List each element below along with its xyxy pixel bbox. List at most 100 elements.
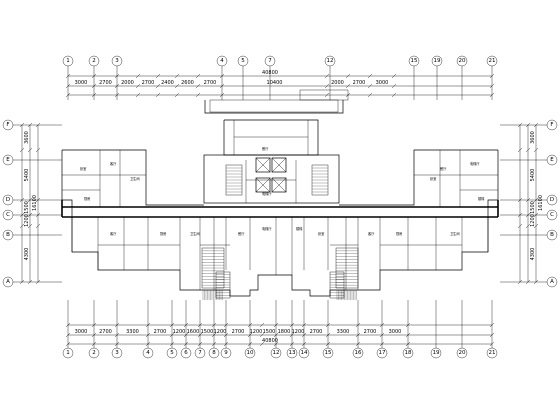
bottom-dim-label: 3300 [126, 329, 139, 335]
interior-partitions [62, 120, 498, 290]
room-label: 卫生间 [450, 231, 460, 236]
dimension-tick [367, 73, 373, 79]
dimension-tick [135, 83, 141, 89]
top-dim-label: 2700 [99, 80, 112, 86]
grid-axis-bubble [2, 229, 14, 241]
grid-axis-number: 3 [115, 350, 119, 356]
grid-axis-bubble [208, 347, 220, 359]
grid-axis-bubble [220, 347, 232, 359]
grid-axis-letter: E [6, 157, 10, 163]
grid-axis-bubble [456, 55, 468, 67]
grid-axis-bubble [430, 347, 442, 359]
room-label: 客厅 [110, 231, 117, 236]
grid-axis-bubble [298, 347, 310, 359]
grid-axis-number: 2 [92, 350, 96, 356]
left-dim-label: 3600 [24, 131, 30, 144]
bottom-dim-label: 2700 [364, 329, 377, 335]
grid-axis-letter: B [6, 232, 10, 238]
right-dim-label: 4300 [530, 248, 536, 261]
grid-axis-bubble [546, 229, 558, 241]
grid-axis-bubble [546, 119, 558, 131]
room-label: 客厅 [368, 231, 375, 236]
bottom-dim-label: 1600 [187, 329, 200, 335]
grid-axis-number: 13 [289, 350, 296, 356]
grid-axis-bubble [2, 209, 14, 221]
grid-axis-bubble [546, 209, 558, 221]
grid-axis-bubble [270, 347, 282, 359]
dimension-tick [27, 223, 33, 229]
grid-axis-bubble [194, 347, 206, 359]
room-label: 卧室 [80, 166, 86, 171]
bottom-dim-label: 2700 [99, 329, 112, 335]
room-label: 楼梯 [478, 196, 485, 201]
grid-axis-bubble [402, 347, 414, 359]
right-dim-label: 3600 [530, 131, 536, 144]
grid-axis-number: 1 [66, 58, 70, 64]
grid-axis-number: 19 [434, 58, 441, 64]
grid-axis-number: 7 [198, 350, 202, 356]
grid-axis-bubble [180, 347, 192, 359]
grid-axis-bubble [376, 347, 388, 359]
grid-axis-number: 3 [115, 58, 119, 64]
top-dim-label: 2700 [353, 80, 366, 86]
room-tags: 卧室客厅厨房卫生间餐厅电梯厅楼梯卧室客厅厨房卫生间餐厅电梯厅楼梯卧室客厅厨房卫生… [80, 146, 485, 236]
grid-axis-bubble [62, 55, 74, 67]
left-dim-label: 5400 [24, 169, 30, 182]
dimension-tick [195, 92, 201, 98]
grid-axis-bubble [546, 194, 558, 206]
right-total-dim: 16100 [538, 195, 544, 211]
dimension-tick [174, 73, 180, 79]
dimension-tick [155, 73, 161, 79]
bottom-dim-label: 1800 [278, 329, 291, 335]
bottom-dim-label: 3000 [75, 329, 88, 335]
grid-axis-letter: E [550, 157, 554, 163]
grid-axis-number: 8 [212, 350, 216, 356]
dimension-tick [324, 92, 330, 98]
grid-axis-bubble [244, 347, 256, 359]
dimension-tick [155, 92, 161, 98]
top-dim-label: 10400 [267, 80, 283, 86]
dimension-tick [367, 92, 373, 98]
grid-axis-letter: D [550, 197, 554, 203]
grid-axis-letter: D [6, 197, 10, 203]
dimension-tick [517, 147, 523, 153]
grid-axis-letter: A [6, 279, 10, 285]
grid-axis-bubble [322, 347, 334, 359]
dimension-tick [525, 223, 531, 229]
dimension-tick [345, 73, 351, 79]
dimension-tick [195, 73, 201, 79]
right-dim-label: 1500 [530, 201, 536, 214]
grid-axis-number: 6 [184, 350, 188, 356]
grid-axis-number: 7 [268, 58, 272, 64]
grid-axis-number: 15 [411, 58, 418, 64]
room-label: 厨房 [84, 196, 90, 201]
room-label: 客厅 [110, 161, 117, 166]
room-label: 餐厅 [238, 231, 245, 236]
room-label: 厨房 [396, 231, 402, 236]
grid-axis-number: 16 [355, 350, 362, 356]
grid-axis-bubble [2, 119, 14, 131]
room-label: 卫生间 [190, 231, 200, 236]
dimension-tick [19, 147, 25, 153]
room-label: 卧室 [318, 231, 324, 236]
dimension-tick [135, 73, 141, 79]
room-label: 卧室 [430, 176, 436, 181]
dimension-tick [533, 147, 539, 153]
dimension-tick [19, 223, 25, 229]
grid-axis-bubble [88, 347, 100, 359]
bottom-dim-label: 2700 [154, 329, 167, 335]
top-dim-label: 2400 [161, 80, 174, 86]
grid-axis-number: 9 [224, 350, 228, 356]
grid-axis-letter: B [550, 232, 554, 238]
left-dim-label: 1500 [24, 201, 30, 214]
left-dim-label: 1200 [24, 214, 30, 227]
grid-axis-letter: C [550, 212, 554, 218]
corridor-walls [61, 200, 499, 218]
dimension-tick [27, 147, 33, 153]
grid-axis-number: 2 [92, 58, 96, 64]
top-dim-label: 2600 [181, 80, 194, 86]
bottom-dim-label: 1500 [263, 329, 276, 335]
